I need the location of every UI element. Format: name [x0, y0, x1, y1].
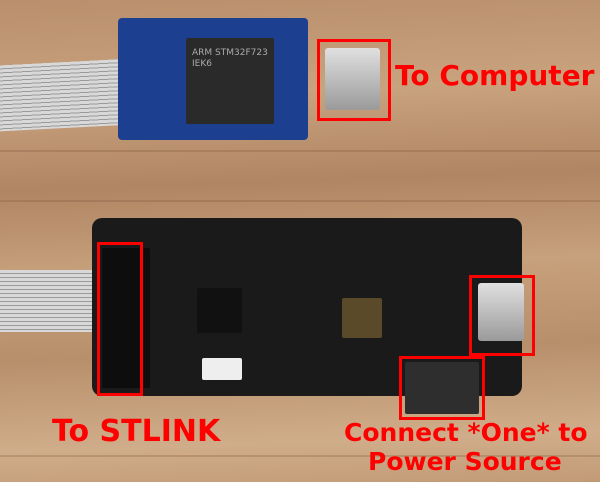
- label-connect-one: Connect *One* to: [344, 418, 588, 447]
- jst-battery-connector: [405, 362, 479, 414]
- ribbon-cable-top: [0, 58, 130, 132]
- jst-connector: [202, 358, 242, 380]
- micro-usb-port-stlink: [325, 48, 380, 110]
- ribbon-cable-bottom: [0, 270, 105, 332]
- mcu-chip: [197, 288, 242, 333]
- inductor: [342, 298, 382, 338]
- wood-grain: [0, 455, 600, 457]
- highlight-usb-computer: [317, 39, 391, 121]
- label-power-source: Power Source: [368, 447, 562, 476]
- wood-grain: [0, 150, 600, 152]
- label-to-computer: To Computer: [395, 59, 595, 92]
- highlight-usb-power: [469, 275, 535, 356]
- stm32-chip: ARM STM32F723 IEK6: [186, 38, 274, 124]
- micro-usb-port-feather: [478, 283, 524, 341]
- stlink-board: ARM STM32F723 IEK6: [118, 18, 378, 140]
- highlight-battery-power: [399, 356, 485, 420]
- wood-grain: [0, 200, 600, 202]
- label-to-stlink: To STLINK: [52, 414, 221, 449]
- highlight-stlink-connector: [97, 242, 143, 396]
- chip-text: ARM STM32F723 IEK6: [192, 48, 268, 69]
